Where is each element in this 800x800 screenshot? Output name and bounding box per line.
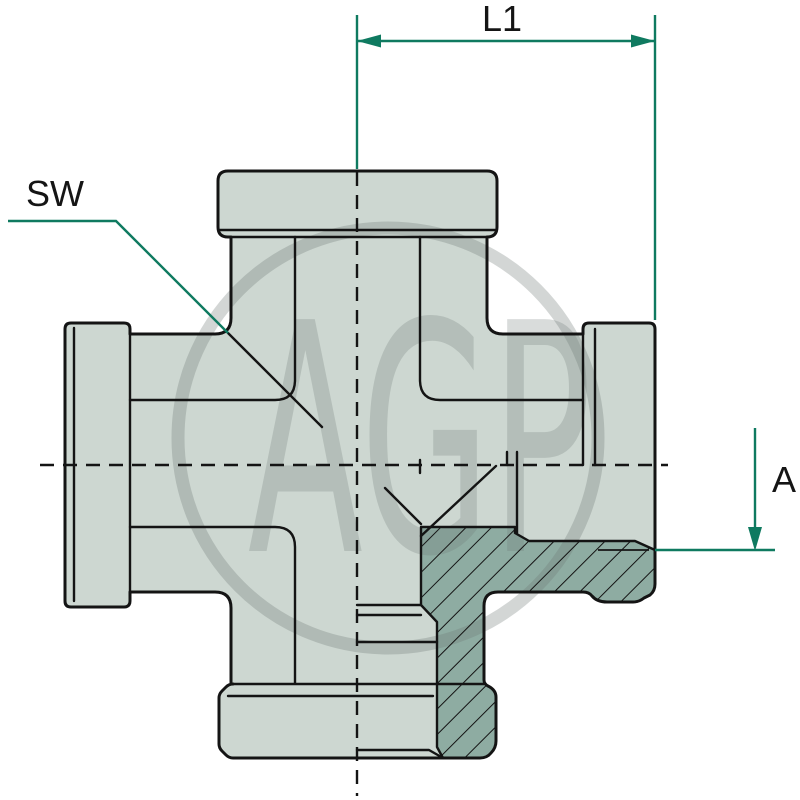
section-outline bbox=[419, 525, 657, 760]
dimension-l1: L1 bbox=[355, 0, 657, 320]
watermark-circle bbox=[171, 221, 605, 655]
l1-arrow-right bbox=[631, 34, 655, 48]
sw-label: SW bbox=[26, 173, 84, 214]
l1-arrow-left bbox=[357, 34, 381, 48]
dimension-a: A bbox=[655, 428, 796, 552]
centerlines bbox=[40, 172, 668, 796]
bottom-cap-lines bbox=[226, 682, 486, 698]
sw-leader-line bbox=[8, 219, 229, 334]
top-cap-lines bbox=[218, 228, 497, 239]
body-corner-sw bbox=[128, 525, 297, 685]
section-hatch-lines bbox=[421, 527, 655, 758]
l1-label: L1 bbox=[482, 0, 522, 39]
body-corner-ne bbox=[418, 235, 585, 402]
a-label: A bbox=[772, 459, 796, 500]
fitting-outline bbox=[63, 169, 657, 760]
a-arrow-down bbox=[748, 527, 762, 551]
sw-leader-black bbox=[226, 331, 324, 429]
bore-lines bbox=[355, 450, 519, 760]
dimension-sw: SW bbox=[8, 173, 229, 334]
left-flange-lines bbox=[72, 326, 132, 603]
